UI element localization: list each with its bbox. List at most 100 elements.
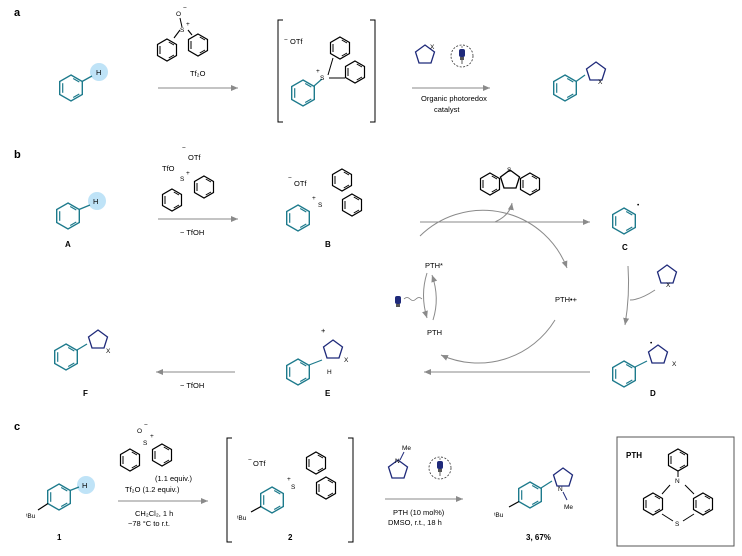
pth-ground: PTH (427, 328, 442, 337)
pth-star-to-pth (422, 272, 428, 319)
minus-charge: − (144, 422, 148, 429)
compound-F: X (54, 329, 111, 371)
sulfur: S (320, 75, 325, 82)
cycle-arc-bottom (440, 319, 556, 364)
n-atom: N (395, 458, 400, 465)
benzene-reactant-a: H (59, 63, 108, 102)
pth-excited: PTH* (425, 261, 443, 270)
oxygen: O (176, 11, 181, 18)
sulfur: S (180, 27, 185, 34)
sulfur: S (143, 440, 148, 447)
arrow-C-to-D (623, 265, 630, 326)
label-A: A (65, 240, 71, 249)
condition-line1: Organic photoredox (421, 94, 487, 103)
x-atom: X (666, 282, 671, 289)
heteroarene-a: X (414, 44, 436, 64)
plus-charge: + (321, 326, 326, 335)
h-atom: H (96, 68, 101, 77)
pth-to-pth-star (431, 274, 438, 321)
methyl: Me (564, 504, 573, 511)
methyl: Me (402, 445, 411, 452)
pth-radical-cation: PTH•+ (555, 295, 578, 304)
otf-counterion: OTf (253, 459, 266, 468)
solvent: CH₂Cl₂, 1 h (135, 509, 173, 518)
otf-counterion: OTf (290, 37, 303, 46)
tf2o-equiv: Tf₂O (1.2 equiv.) (125, 485, 180, 494)
compound-D: • X (612, 340, 677, 388)
dbt-oxide-reagent-c: S + O − (119, 422, 173, 472)
panel-c-label: c (14, 421, 20, 433)
x-atom: X (106, 348, 111, 355)
panel-b-label: b (14, 149, 21, 161)
label-E: E (325, 389, 331, 398)
h-highlight (90, 63, 108, 81)
label-1: 1 (57, 533, 62, 542)
h-atom: H (82, 481, 87, 490)
label-2: 2 (288, 533, 293, 542)
plus-charge: + (316, 68, 320, 75)
condition-line2: catalyst (434, 105, 460, 114)
compound-A: H (56, 192, 106, 230)
oxygen: O (137, 428, 142, 435)
bracket-right (370, 19, 376, 123)
reagent-equiv: (1.1 equiv.) (155, 474, 192, 483)
tfo-group: TfO (162, 164, 175, 173)
compound-2: − OTf ᵗBu S + (237, 451, 337, 522)
label-F: F (83, 389, 88, 398)
dbt-oxide-reagent-a: S + O − (156, 5, 209, 62)
tbu-group: ᵗBu (494, 512, 504, 519)
tf2o-label: Tf₂O (190, 69, 206, 78)
sulfonium-intermediate-a: − OTf S + (284, 36, 366, 107)
temperature: −78 °C to r.t. (128, 519, 170, 528)
pth-label: PTH (626, 451, 642, 460)
sulfur: S (318, 202, 323, 209)
product-a: X (553, 61, 607, 102)
x-atom: X (672, 361, 677, 368)
minus-charge: − (183, 5, 187, 12)
compound-C: • (612, 202, 640, 235)
plus-charge: + (312, 195, 316, 202)
tfoh-elim: − TfOH (180, 228, 204, 237)
sulfur: S (180, 176, 185, 183)
minus-charge: − (284, 37, 288, 44)
label-C: C (622, 243, 628, 252)
minus-charge: − (182, 145, 186, 152)
dbt-otf-reagent-b: − OTf TfO S + (161, 145, 215, 212)
heteroarene-b: X (656, 264, 678, 289)
compound-1: H ᵗBu (26, 476, 95, 520)
x-atom: X (344, 357, 349, 364)
label-B: B (325, 240, 331, 249)
tfoh-elim: − TfOH (180, 381, 204, 390)
tbu-group: ᵗBu (26, 513, 36, 520)
reaction-conditions: DMSO, r.t., 18 h (388, 518, 442, 527)
minus-charge: − (288, 175, 292, 182)
plus-charge: + (186, 170, 190, 177)
compound-B: − OTf S + (286, 168, 363, 232)
minus-charge: − (248, 457, 252, 464)
tbu-group: ᵗBu (237, 515, 247, 522)
label-D: D (650, 389, 656, 398)
sulfur: S (675, 521, 680, 528)
sulfur: S (507, 167, 512, 174)
x-atom: X (598, 79, 603, 86)
sulfur: S (291, 484, 296, 491)
panel-a-label: a (14, 7, 21, 19)
radical-dot: • (637, 202, 640, 209)
otf-top: OTf (188, 153, 201, 162)
dibenzothiophene-byproduct: S (479, 167, 541, 196)
otf-counterion: OTf (294, 179, 307, 188)
h-atom: H (93, 197, 98, 206)
n-atom: N (675, 478, 680, 485)
light-bulb-icon (428, 456, 452, 480)
compound-E: + X H (286, 326, 349, 386)
pth-structure: PTH N S (626, 448, 714, 528)
plus-charge: + (150, 433, 154, 440)
x-atom: X (430, 44, 435, 51)
plus-charge: + (186, 21, 190, 28)
pth-structure-box (616, 436, 735, 547)
plus-charge: + (287, 476, 291, 483)
bracket-right-c (348, 437, 354, 543)
arrow-join (629, 289, 656, 301)
catalyst-loading: PTH (10 mol%) (393, 508, 445, 517)
